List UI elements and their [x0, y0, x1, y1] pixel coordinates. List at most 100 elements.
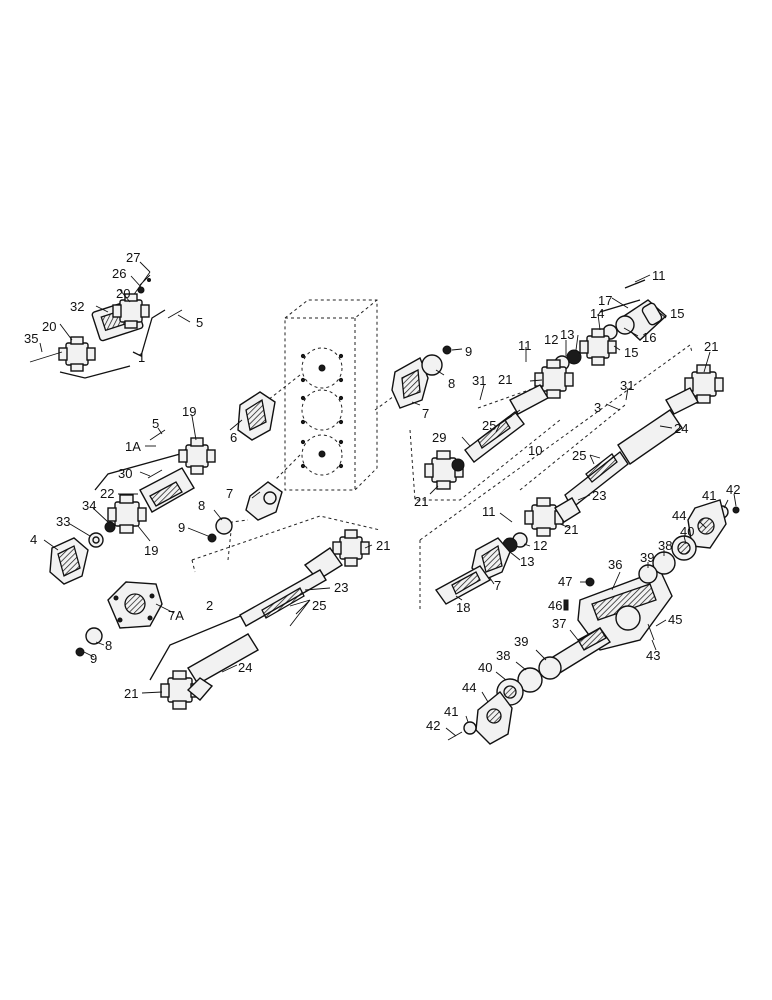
callout: 5 [152, 416, 159, 431]
u-joint-cross-14 [579, 328, 617, 366]
assembly-1 [29, 271, 183, 379]
callout: 13 [560, 327, 574, 342]
callout: 14 [590, 306, 604, 321]
washer-41b [463, 721, 477, 735]
callout: 20 [116, 286, 130, 301]
callout: 11 [652, 268, 666, 283]
bolt-42 [732, 506, 740, 514]
callout: 46 [548, 598, 562, 613]
callout: 8 [198, 498, 205, 513]
callout: 23 [334, 580, 348, 595]
callout: 9 [465, 344, 472, 359]
cup-39b [538, 656, 562, 680]
u-joint-cross-20b [58, 336, 96, 372]
callout: 4 [30, 532, 37, 547]
callout: 44 [462, 680, 476, 695]
assembly-2 [149, 515, 381, 710]
seal-16 [615, 315, 635, 335]
flange-7a [107, 581, 163, 629]
callout: 25 [482, 418, 496, 433]
callout: 24 [238, 660, 252, 675]
callout: 15 [624, 345, 638, 360]
callout: 41 [444, 704, 458, 719]
callout: 15 [670, 306, 684, 321]
u-joint-cross-19 [178, 437, 216, 475]
callout: 21 [564, 522, 578, 537]
seal-34 [104, 521, 116, 533]
callout: 19 [182, 404, 196, 419]
callout: 38 [496, 648, 510, 663]
u-joint-cross-19b [107, 494, 147, 534]
callout: 7 [494, 578, 501, 593]
callout: 40 [680, 524, 694, 539]
tube-24 [187, 633, 259, 685]
callout: 25 [312, 598, 326, 613]
u-joint-cross-21c [534, 359, 574, 399]
callout: 2 [206, 598, 213, 613]
callout: 6 [230, 430, 237, 445]
callout: 32 [70, 299, 84, 314]
callout: 8 [105, 638, 112, 653]
callout: 41 [702, 488, 716, 503]
callout: 10 [528, 443, 542, 458]
assembly-3 [419, 344, 724, 612]
callout: 39 [514, 634, 528, 649]
callout: 11 [482, 504, 496, 519]
callout: 22 [100, 486, 114, 501]
washer-8 [215, 517, 233, 535]
nut-9b [75, 647, 85, 657]
callout: 26 [112, 266, 126, 281]
callout: 42 [426, 718, 440, 733]
callout: 17 [598, 293, 612, 308]
cone-38b [517, 667, 543, 693]
callout: 42 [726, 482, 740, 497]
callout: 34 [82, 498, 96, 513]
callout: 8 [448, 376, 455, 391]
yoke-7 [245, 481, 283, 521]
callout: 45 [668, 612, 682, 627]
callout: 21 [376, 538, 390, 553]
callout: 21 [124, 686, 138, 701]
callout: 1A [125, 439, 141, 454]
callout: 31 [620, 378, 634, 393]
callout: 7A [168, 608, 184, 623]
grease-fitting [137, 286, 145, 294]
callout: 12 [533, 538, 547, 553]
callout: 11 [518, 338, 532, 353]
callout: 9 [178, 520, 185, 535]
callout: 23 [592, 488, 606, 503]
assembly-10 [409, 279, 668, 501]
washer-8c [421, 354, 443, 376]
leader-lines [39, 261, 737, 737]
callout: 12 [544, 332, 558, 347]
callout: 21 [414, 494, 428, 509]
callout: 27 [126, 250, 140, 265]
washer-8b [85, 627, 103, 645]
callout: 9 [90, 651, 97, 666]
callout: 7 [422, 406, 429, 421]
u-joint-cross-21f [524, 497, 564, 537]
callout: 40 [478, 660, 492, 675]
callout: 21 [704, 339, 718, 354]
tube-24b [617, 409, 683, 465]
u-joint-cross-20 [112, 293, 150, 329]
callout: 19 [144, 543, 158, 558]
gearbox-housing [227, 299, 406, 561]
callout: 21 [498, 372, 512, 387]
nut-9 [207, 533, 217, 543]
nut-9c [442, 345, 452, 355]
callout: 5 [196, 315, 203, 330]
callout: 16 [642, 330, 656, 345]
callout: 31 [472, 373, 486, 388]
callout: 7 [226, 486, 233, 501]
callout: 47 [558, 574, 572, 589]
callout: 18 [456, 600, 470, 615]
callout: 30 [118, 466, 132, 481]
callout: 1 [138, 350, 145, 365]
callout: 43 [646, 648, 660, 663]
callout: 37 [552, 616, 566, 631]
callout: 38 [658, 538, 672, 553]
assembly-1a [94, 429, 216, 534]
callout-labels: 27 26 20 32 5 20 35 1 5 19 1A 6 30 22 7 … [24, 250, 740, 733]
